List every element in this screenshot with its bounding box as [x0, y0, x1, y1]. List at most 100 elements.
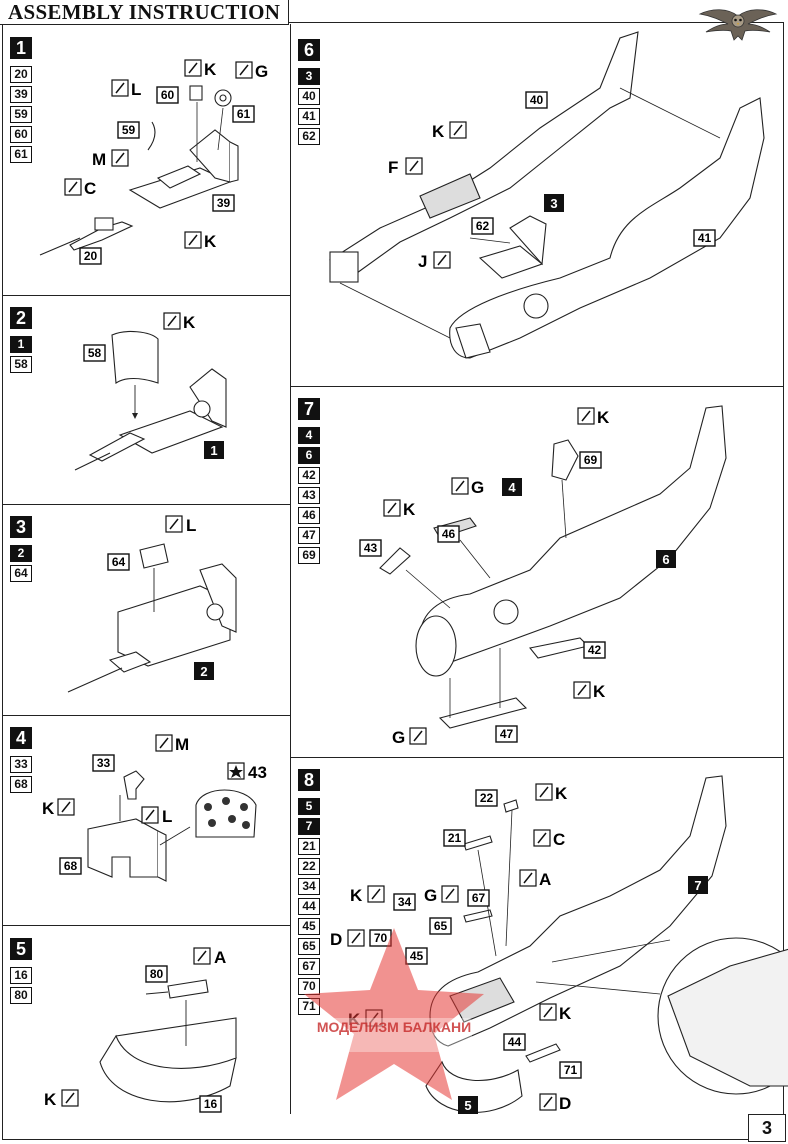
part-ref: 7: [298, 818, 320, 835]
step-5-part-list: 16 80: [10, 967, 32, 1004]
brush-icon: [351, 932, 361, 944]
callout: 41: [698, 231, 712, 245]
paint-code: J: [418, 252, 427, 271]
paint-code: K: [555, 784, 568, 803]
callout-labels: 22 21 34 67 65 70 45 44 71 7 5: [369, 789, 708, 1114]
step-number: 2: [10, 307, 32, 329]
callout: 2: [200, 664, 207, 679]
brush-icon: [188, 62, 198, 74]
callout: 62: [476, 219, 490, 233]
paint-code: L: [131, 80, 141, 99]
paint-code: K: [350, 886, 363, 905]
brush-icon: [413, 730, 423, 742]
callout: 67: [472, 891, 486, 905]
paint-code: K: [44, 1090, 57, 1109]
callout: 61: [237, 107, 251, 121]
part-ref: 22: [298, 858, 320, 875]
step-2-diagram: 58 1 K: [74, 312, 227, 471]
brush-icon: [61, 801, 71, 813]
part-ref: 62: [298, 128, 320, 145]
part-ref: 20: [10, 66, 32, 83]
step-3-diagram: 64 2 L: [67, 515, 237, 693]
decal-number: 43: [248, 763, 267, 782]
brush-icon: [159, 737, 169, 749]
callout: 59: [122, 123, 136, 137]
step-number: 1: [10, 37, 32, 59]
paint-code: D: [330, 930, 342, 949]
callout: 43: [364, 541, 378, 555]
step-7-part-list: 4 6 42 43 46 47 69: [298, 427, 320, 564]
paint-code: G: [392, 728, 405, 747]
brush-icon: [239, 64, 249, 76]
callout: 60: [161, 88, 175, 102]
part-ref: 6: [298, 447, 320, 464]
callout: 5: [464, 1098, 471, 1113]
callout: 46: [442, 527, 456, 541]
paint-code: M: [92, 150, 106, 169]
step-2-part-list: 1 58: [10, 336, 32, 373]
brush-icon: [409, 160, 419, 172]
callout: 7: [694, 878, 701, 893]
step-8-diagram: 22 21 34 67 65 70 45 44 71 7 5 K C A K G…: [330, 775, 788, 1114]
step-number: 5: [10, 938, 32, 960]
part-ref: 60: [10, 126, 32, 143]
paint-code: G: [471, 478, 484, 497]
paint-code: M: [175, 735, 189, 754]
paint-codes: K G L M C K: [64, 59, 268, 251]
paint-code: G: [424, 886, 437, 905]
paint-code: K: [183, 313, 196, 332]
brush-icon: [539, 786, 549, 798]
step-1-part-list: 20 39 59 60 61: [10, 66, 32, 163]
brush-icon: [523, 872, 533, 884]
part-ref: 47: [298, 527, 320, 544]
callout: 47: [500, 727, 514, 741]
red-star-watermark: МОДЕЛИЗМ БАЛКАНИ: [304, 928, 484, 1100]
part-ref: 21: [298, 838, 320, 855]
paint-code: K: [42, 799, 55, 818]
brush-icon: [169, 518, 179, 530]
callout: 70: [374, 931, 388, 945]
paint-code: D: [559, 1094, 571, 1113]
paint-code: K: [204, 60, 217, 79]
brush-icon: [581, 410, 591, 422]
part-ref: 68: [10, 776, 32, 793]
part-ref: 45: [298, 918, 320, 935]
paint-code: K: [403, 500, 416, 519]
callout-labels: 60 61 59 39 20: [79, 86, 255, 265]
paint-code: G: [255, 62, 268, 81]
page-frame: [2, 22, 784, 1140]
callout: 58: [88, 346, 102, 360]
divider: [2, 925, 290, 926]
paint-code: L: [162, 807, 172, 826]
part-ref: 5: [298, 798, 320, 815]
step-3-part-list: 2 64: [10, 545, 32, 582]
step-8-part-list: 5 7 21 22 34 44 45 65 67 70 71: [298, 798, 320, 1015]
column-divider: [290, 24, 291, 1114]
part-ref: 67: [298, 958, 320, 975]
paint-code: K: [204, 232, 217, 251]
callout: 21: [448, 831, 462, 845]
divider: [2, 504, 290, 505]
brush-icon: [167, 315, 177, 327]
brush-icon: [387, 502, 397, 514]
part-ref: 64: [10, 565, 32, 582]
page-number: 3: [748, 1114, 786, 1142]
divider: [290, 757, 784, 758]
step-7-diagram: 69 46 43 4 6 42 47 K G K K G: [359, 405, 727, 747]
brush-icon: [453, 124, 463, 136]
part-ref: 34: [298, 878, 320, 895]
part-ref: 70: [298, 978, 320, 995]
brush-icon: [145, 809, 155, 821]
callout: 44: [508, 1035, 522, 1049]
callout: 42: [588, 643, 602, 657]
callout: 40: [530, 93, 544, 107]
part-ref: 44: [298, 898, 320, 915]
callout: 39: [217, 196, 231, 210]
callout: 64: [112, 555, 126, 569]
decal-icon: [229, 765, 243, 778]
part-ref: 1: [10, 336, 32, 353]
brush-icon: [115, 152, 125, 164]
brush-icon: [543, 1006, 553, 1018]
callout: 80: [150, 967, 164, 981]
step-6-part-list: 3 40 41 62: [298, 68, 320, 145]
